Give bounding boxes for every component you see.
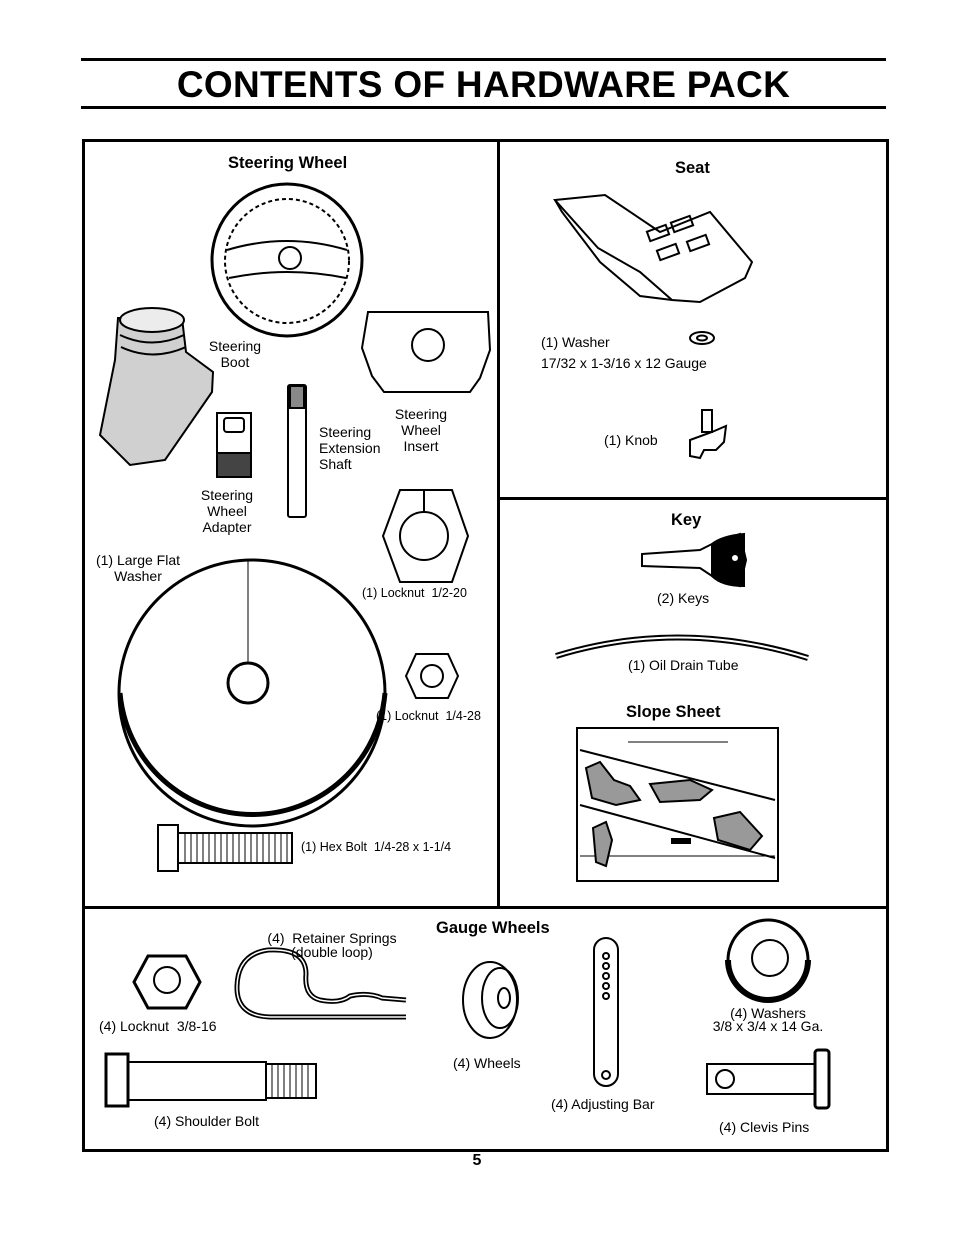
steering-boot-label: Steering Boot — [208, 338, 262, 370]
page-number: 5 — [472, 1152, 482, 1169]
key-heading: Key — [671, 511, 702, 529]
clevis-pin-icon — [706, 1048, 831, 1110]
shoulder-bolt-label: (4) Shoulder Bolt — [154, 1113, 260, 1129]
retainer-springs-label: (4) Retainer Springs (double loop) — [267, 930, 397, 960]
seat-washer-label: (1) Washer 17/32 x 1-3/16 x 12 Gauge — [541, 334, 707, 371]
oil-drain-tube-label: (1) Oil Drain Tube — [628, 657, 739, 673]
slope-sheet-heading: Slope Sheet — [626, 703, 721, 721]
steering-wheel-heading: Steering Wheel — [228, 154, 348, 172]
washers-icon — [725, 918, 811, 1003]
divider-vertical — [497, 139, 500, 908]
steering-wheel-adapter-label: Steering Wheel Adapter — [200, 487, 254, 535]
wheels-label: (4) Wheels — [453, 1055, 521, 1071]
clevis-pins-label: (4) Clevis Pins — [719, 1119, 810, 1135]
seat-washer-icon — [689, 331, 715, 345]
locknut-1-4-icon — [404, 653, 460, 699]
steering-extension-shaft-icon — [287, 384, 307, 518]
locknut-1-2-icon — [381, 489, 470, 583]
large-flat-washer-icon — [117, 558, 388, 828]
shoulder-bolt-icon — [104, 1052, 317, 1108]
seat-icon — [552, 193, 754, 304]
hex-bolt-icon — [157, 824, 293, 872]
steering-wheel-icon — [210, 182, 364, 338]
adjusting-bar-label: (4) Adjusting Bar — [551, 1096, 655, 1112]
title-bottom-rule — [81, 106, 886, 109]
steering-wheel-insert-label: Steering Wheel Insert — [394, 406, 448, 454]
steering-wheel-adapter-icon — [216, 412, 252, 478]
hardware-frame — [82, 139, 889, 1152]
slope-sheet-icon — [576, 727, 779, 882]
steering-extension-shaft-label: Steering Extension Shaft — [319, 424, 381, 472]
knob-icon — [689, 409, 728, 460]
seat-heading: Seat — [675, 159, 710, 177]
retainer-spring-icon — [234, 947, 407, 1020]
locknut-1-2-label: (1) Locknut 1/2-20 — [362, 586, 467, 600]
locknut-1-4-label: (1) Locknut 1/4-28 — [376, 709, 481, 723]
gauge-wheels-heading: Gauge Wheels — [436, 919, 550, 937]
steering-wheel-insert-icon — [360, 311, 492, 393]
locknut-3-8-label: (4) Locknut 3/8-16 — [99, 1018, 217, 1034]
divider-bottom-section — [82, 906, 886, 909]
locknut-3-8-icon — [132, 954, 202, 1010]
steering-boot-icon — [98, 307, 215, 467]
adjusting-bar-icon — [593, 937, 619, 1087]
keys-label: (2) Keys — [657, 590, 710, 606]
key-icon — [641, 532, 748, 588]
page-title: CONTENTS OF HARDWARE PACK — [176, 64, 791, 105]
large-flat-washer-label: (1) Large Flat Washer — [95, 552, 181, 584]
wheel-icon — [462, 961, 519, 1039]
knob-label: (1) Knob — [604, 432, 658, 448]
hex-bolt-label: (1) Hex Bolt 1/4-28 x 1-1/4 — [301, 840, 452, 854]
title-top-rule — [81, 58, 886, 61]
oil-drain-tube-icon — [555, 634, 809, 661]
divider-right-middle — [497, 497, 886, 500]
washers-label: (4) Washers 3/8 x 3/4 x 14 Ga. — [712, 1005, 824, 1034]
